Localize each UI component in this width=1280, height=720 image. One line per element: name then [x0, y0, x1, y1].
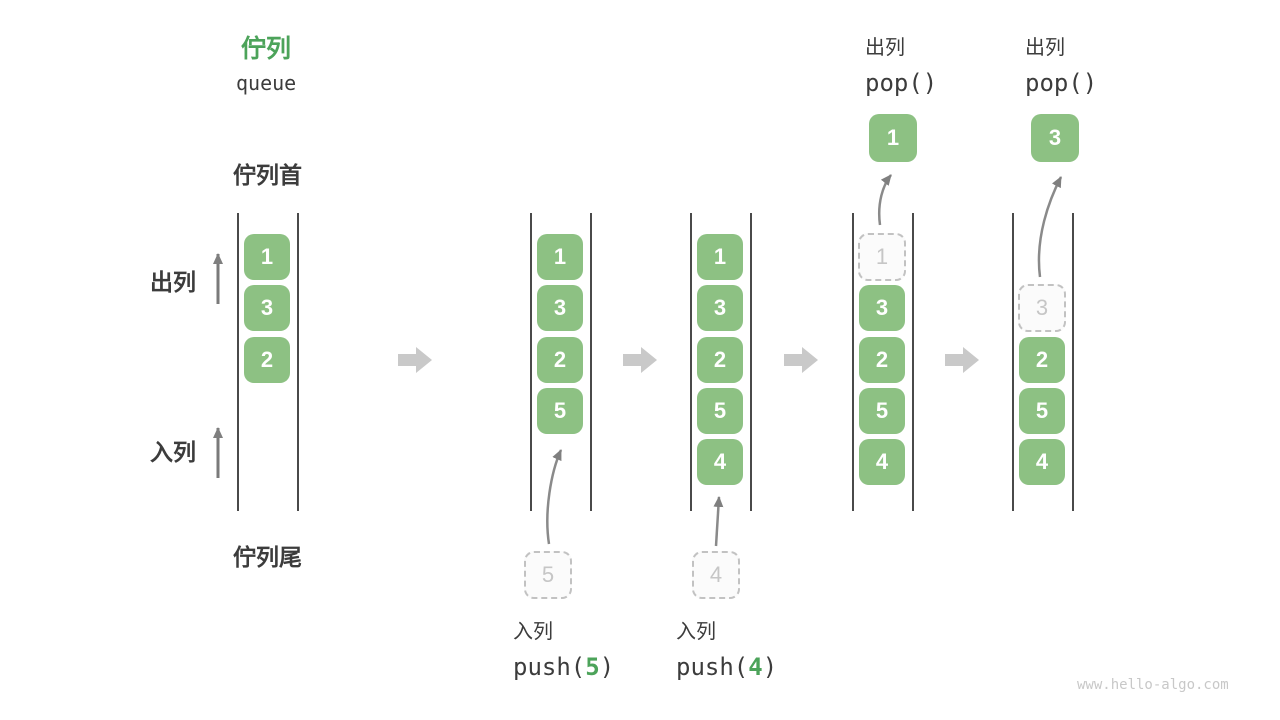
queue-front-label: 佇列首: [233, 162, 302, 188]
pop-operation-label: 出列 pop(): [1025, 31, 1097, 97]
push-arg: 5: [585, 653, 600, 681]
queue-cell: 4: [859, 439, 905, 485]
queue-cell: 3: [697, 285, 743, 331]
queue-cell: 1: [697, 234, 743, 280]
pop-arrow-icon: [1037, 176, 1063, 278]
queue-wall: [237, 213, 239, 511]
ghost-cell: 1: [858, 233, 906, 281]
queue-cell: 2: [697, 337, 743, 383]
queue-cell: 5: [1019, 388, 1065, 434]
flow-arrow-icon: [623, 347, 657, 373]
diagram-title-en: queue: [236, 71, 297, 95]
queue-cell: 3: [537, 285, 583, 331]
queue-cell: 4: [697, 439, 743, 485]
queue-wall: [530, 213, 532, 511]
push-arrow-icon: [546, 449, 563, 545]
queue-cell: 4: [1019, 439, 1065, 485]
diagram-title-zh: 佇列: [241, 35, 292, 63]
pop-call-text: pop(): [1025, 69, 1098, 97]
enqueue-direction-label: 入列: [150, 439, 196, 465]
queue-wall: [912, 213, 914, 511]
pop-label-zh: 出列: [865, 37, 905, 59]
queue-cell: 2: [1019, 337, 1065, 383]
flow-arrow-icon: [784, 347, 818, 373]
pop-operation-label: 出列 pop(): [865, 31, 937, 97]
popped-cell: 3: [1031, 114, 1079, 162]
queue-wall: [297, 213, 299, 511]
queue-cell: 5: [697, 388, 743, 434]
queue-rear-label: 佇列尾: [233, 544, 302, 570]
push-operation-label: 入列 push(5): [513, 615, 614, 681]
push-operation-label: 入列 push(4): [676, 615, 777, 681]
queue-wall: [1072, 213, 1074, 511]
push-call-text: push(5): [513, 653, 615, 681]
queue-cell: 5: [537, 388, 583, 434]
site-watermark: www.hello-algo.com: [1077, 677, 1229, 693]
queue-wall: [852, 213, 854, 511]
queue-cell: 2: [244, 337, 290, 383]
queue-wall: [1012, 213, 1014, 511]
pop-call-text: pop(): [865, 69, 938, 97]
queue-cell: 3: [859, 285, 905, 331]
push-label-zh: 入列: [513, 621, 553, 643]
queue-cell: 5: [859, 388, 905, 434]
queue-cell: 3: [244, 285, 290, 331]
pop-arrow-icon: [878, 174, 892, 226]
staged-cell: 5: [524, 551, 572, 599]
push-arg: 4: [748, 653, 763, 681]
popped-cell: 1: [869, 114, 917, 162]
pop-label-zh: 出列: [1025, 37, 1065, 59]
ghost-cell: 3: [1018, 284, 1066, 332]
flow-arrow-icon: [398, 347, 432, 373]
push-arrow-icon: [713, 496, 724, 547]
push-label-zh: 入列: [676, 621, 716, 643]
staged-cell: 4: [692, 551, 740, 599]
queue-wall: [590, 213, 592, 511]
flow-arrow-icon: [945, 347, 979, 373]
queue-cell: 1: [244, 234, 290, 280]
queue-wall: [750, 213, 752, 511]
queue-wall: [690, 213, 692, 511]
push-call-text: push(4): [676, 653, 778, 681]
queue-cell: 2: [537, 337, 583, 383]
dequeue-direction-label: 出列: [150, 269, 196, 295]
queue-cell: 1: [537, 234, 583, 280]
queue-cell: 2: [859, 337, 905, 383]
